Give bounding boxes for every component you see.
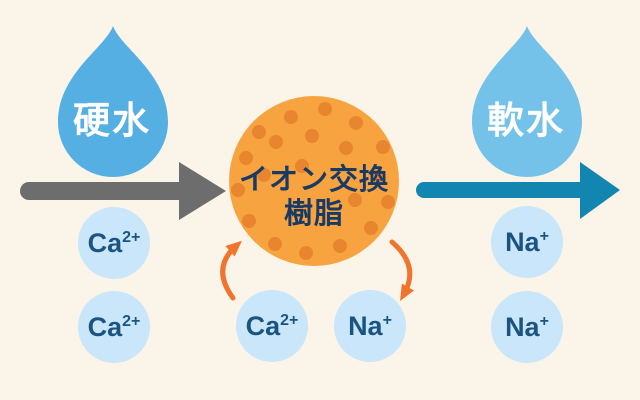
ion-label: Ca2+ <box>88 312 141 342</box>
ion-circle <box>78 207 150 279</box>
ion-hard-1: Ca2+ <box>78 207 150 279</box>
hard-water-label: 硬水 <box>73 100 151 141</box>
soft-water-label: 軟水 <box>487 100 565 141</box>
arrow-head-icon <box>179 162 226 220</box>
resin-ball: イオン交換 樹脂 <box>229 96 399 266</box>
ion-circle <box>78 291 150 363</box>
ion-soft-1: Na+ <box>491 206 563 278</box>
exchange-arrow-down-icon <box>389 239 415 301</box>
ion-circle <box>491 206 563 278</box>
ion-label: Ca2+ <box>88 228 141 258</box>
ion-circle <box>491 291 563 363</box>
ion-label: Ca2+ <box>246 311 299 341</box>
water-drop-icon <box>58 26 168 177</box>
ion-circle <box>236 290 308 362</box>
soft-water-drop: 軟水 <box>472 26 582 177</box>
ion-circle <box>334 290 406 362</box>
resin-dots <box>231 102 395 260</box>
ion-label: Na+ <box>505 312 549 342</box>
ion-hard-2: Ca2+ <box>78 291 150 363</box>
arrow-head-icon <box>580 162 620 219</box>
soft-water-flow-arrow <box>416 162 620 219</box>
exchange-arrow-up-icon <box>220 240 243 301</box>
ion-label: Na+ <box>505 227 549 257</box>
ion-label: Na+ <box>348 311 392 341</box>
resin-label-line2: 樹脂 <box>284 197 344 230</box>
ion-soft-2: Na+ <box>491 291 563 363</box>
resin-label-line1: イオン交換 <box>239 162 389 196</box>
hard-water-drop: 硬水 <box>58 26 168 177</box>
hard-water-flow-arrow <box>20 162 226 220</box>
water-drop-icon <box>472 26 582 177</box>
ion-exchange-na: Na+ <box>334 290 406 362</box>
ion-exchange-ca: Ca2+ <box>236 290 308 362</box>
